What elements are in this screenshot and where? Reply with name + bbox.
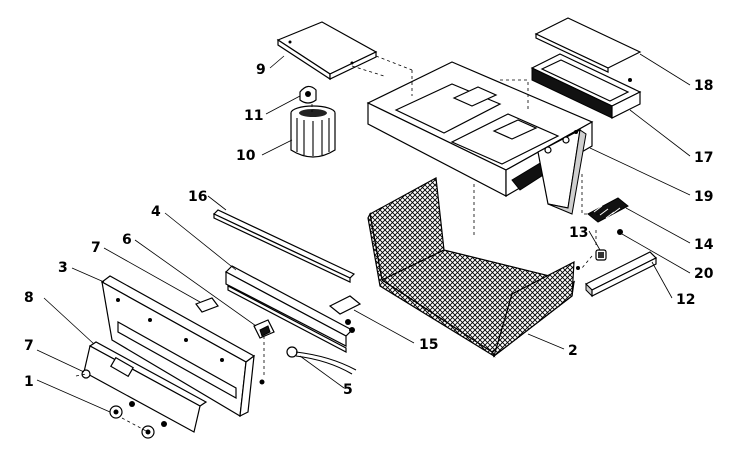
callout-10: 10 xyxy=(236,148,256,164)
part-9-cover-plate xyxy=(276,21,378,81)
part-8-faceplate xyxy=(83,341,208,433)
callout-1: 1 xyxy=(24,374,34,390)
main-housing-top xyxy=(366,61,594,215)
part-18-filter-pad xyxy=(534,17,642,73)
part-16-strip xyxy=(212,209,356,283)
callout-labels: 1 2 3 4 5 6 7 7 8 9 10 11 12 13 14 15 16… xyxy=(24,62,714,398)
callout-17: 17 xyxy=(694,150,713,166)
callout-16: 16 xyxy=(188,189,207,205)
part-1-knobs xyxy=(109,401,167,439)
callout-4: 4 xyxy=(151,204,161,220)
part-14-grille xyxy=(587,197,629,223)
part-10-cylinder-filter xyxy=(290,105,336,158)
callout-8: 8 xyxy=(24,290,34,306)
callout-2: 2 xyxy=(568,343,578,359)
part-5-cord-grommet xyxy=(259,346,357,385)
part-12-rail xyxy=(576,251,658,298)
callout-7-upper: 7 xyxy=(91,240,101,256)
part-11-clip xyxy=(299,85,317,104)
leader-lines xyxy=(36,53,691,413)
callout-7-lower: 7 xyxy=(24,338,34,354)
part-2-mesh-basket xyxy=(367,177,576,358)
part-17-filter-frame xyxy=(530,53,642,119)
part-4-bar xyxy=(225,265,353,353)
assembly-lines xyxy=(75,55,600,433)
part-3-front-panel xyxy=(100,275,256,418)
callout-5: 5 xyxy=(343,382,353,398)
part-7-upper-clip xyxy=(195,297,219,313)
callout-11: 11 xyxy=(244,108,263,124)
callout-18: 18 xyxy=(694,78,713,94)
callout-13: 13 xyxy=(569,225,588,241)
callout-3: 3 xyxy=(58,260,68,276)
callout-12: 12 xyxy=(676,292,695,308)
callout-6: 6 xyxy=(122,232,132,248)
part-13-knob xyxy=(595,249,607,261)
callout-14: 14 xyxy=(694,237,714,253)
callout-19: 19 xyxy=(694,189,713,205)
part-15-bracket xyxy=(328,295,362,333)
part-6-control-switch xyxy=(253,319,275,339)
callout-15: 15 xyxy=(419,337,438,353)
part-20-screw xyxy=(617,229,623,235)
callout-20: 20 xyxy=(694,266,714,282)
callout-9: 9 xyxy=(256,62,266,78)
